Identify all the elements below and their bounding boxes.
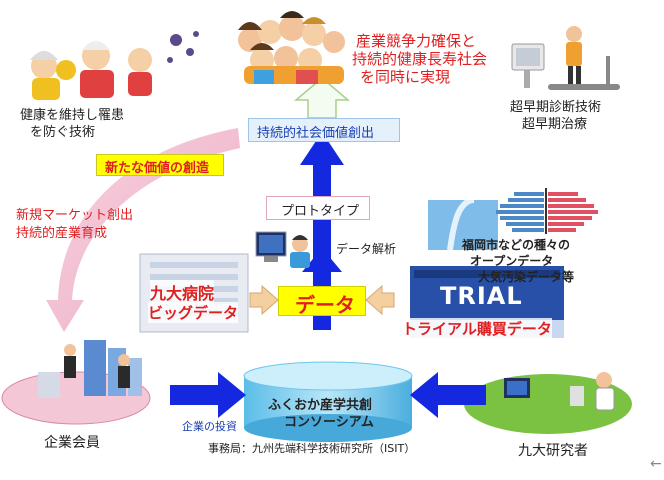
diagnosis-line-2: 超早期治療 xyxy=(522,117,588,132)
left-blue-arrow xyxy=(218,372,246,418)
virus-icon xyxy=(167,31,199,63)
health-line-1: 健康を維持し罹患 xyxy=(20,108,125,123)
prototype-box: プロトタイプ xyxy=(266,196,370,220)
new-value-label: 新たな価値の創造 xyxy=(105,161,210,176)
prototype-label: プロトタイプ xyxy=(281,204,360,219)
market-line-1: 新規マーケット創出 xyxy=(16,208,134,223)
goal-line-1: 産業競争力確保と xyxy=(356,32,477,50)
data-analysis-label: データ解析 xyxy=(336,242,397,256)
center-data-box: データ xyxy=(278,286,366,317)
back-arrow-icon[interactable]: ← xyxy=(650,456,662,472)
investment-label: 企業の投資 xyxy=(182,420,237,433)
open-data-line-1: 福岡市などの種々の xyxy=(462,238,571,252)
right-tan-arrow xyxy=(365,284,395,316)
members-label: 企業会員 xyxy=(44,435,100,451)
hospital-line-1: 九大病院 xyxy=(150,280,215,304)
open-data-illustration xyxy=(428,188,598,251)
goal-line-3: を同時に実現 xyxy=(360,68,451,86)
consortium-line-2: コンソーシアム xyxy=(284,415,374,430)
elderly-illustration xyxy=(30,41,152,100)
crowd-illustration xyxy=(238,11,345,84)
researcher-illustration xyxy=(504,372,615,411)
researchers-label: 九大研究者 xyxy=(518,443,588,459)
new-value-box: 新たな価値の創造 xyxy=(96,154,224,176)
hospital-line-2: ビッグデータ xyxy=(148,302,239,323)
consortium-line-1: ふくおか産学共創 xyxy=(268,398,373,413)
goal-hollow-arrow xyxy=(293,77,351,119)
center-data-label: データ xyxy=(295,293,355,317)
health-line-2: を防ぐ技術 xyxy=(30,125,96,140)
social-value-label: 持続的社会価値創出 xyxy=(257,126,375,141)
member-buildings xyxy=(38,340,142,398)
open-data-line-2: オープンデータ xyxy=(470,254,554,268)
open-data-line-3: 大気汚染データ等 xyxy=(478,270,575,284)
social-value-box: 持続的社会価値創出 xyxy=(248,118,400,142)
diagnosis-line-1: 超早期診断技術 xyxy=(510,100,602,115)
trial-data-label: トライアル購買データ xyxy=(402,318,552,339)
consortium-cylinder-top xyxy=(243,361,413,391)
left-tan-arrow xyxy=(249,284,279,316)
office-label: 事務局：九州先端科学技術研究所（ISIT） xyxy=(208,442,416,455)
trial-sign: TRIAL xyxy=(440,282,523,310)
treadmill-illustration xyxy=(511,26,620,90)
vertical-arrow-head xyxy=(300,132,344,165)
goal-line-2: 持続的健康長寿社会 xyxy=(352,50,488,68)
analyst-illustration xyxy=(255,231,310,268)
right-blue-arrow xyxy=(410,372,438,418)
market-line-2: 持続的産業育成 xyxy=(16,226,108,241)
